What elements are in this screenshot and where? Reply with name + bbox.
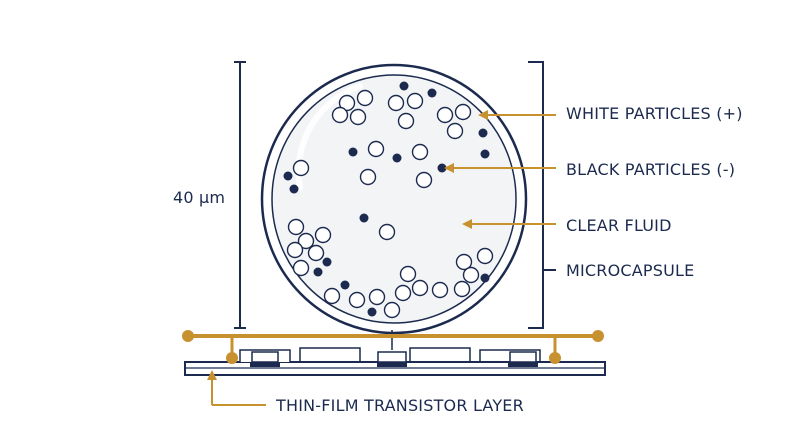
label-microcapsule: MICROCAPSULE (566, 261, 695, 280)
pointer-lines (444, 110, 556, 229)
label-tft-layer: THIN-FILM TRANSISTOR LAYER (276, 396, 524, 415)
white-particles (286, 89, 494, 319)
tft-layer (182, 330, 606, 376)
scale-label: 40 μm (173, 188, 226, 207)
label-white-particles: WHITE PARTICLES (+) (566, 104, 743, 123)
microcapsule-bracket (528, 61, 544, 329)
tft-pointer (207, 370, 266, 406)
clear-fluid (271, 74, 517, 324)
black-particles (283, 81, 490, 317)
label-clear-fluid: CLEAR FLUID (566, 216, 672, 235)
label-black-particles: BLACK PARTICLES (-) (566, 160, 736, 179)
scale-bar (234, 61, 246, 329)
